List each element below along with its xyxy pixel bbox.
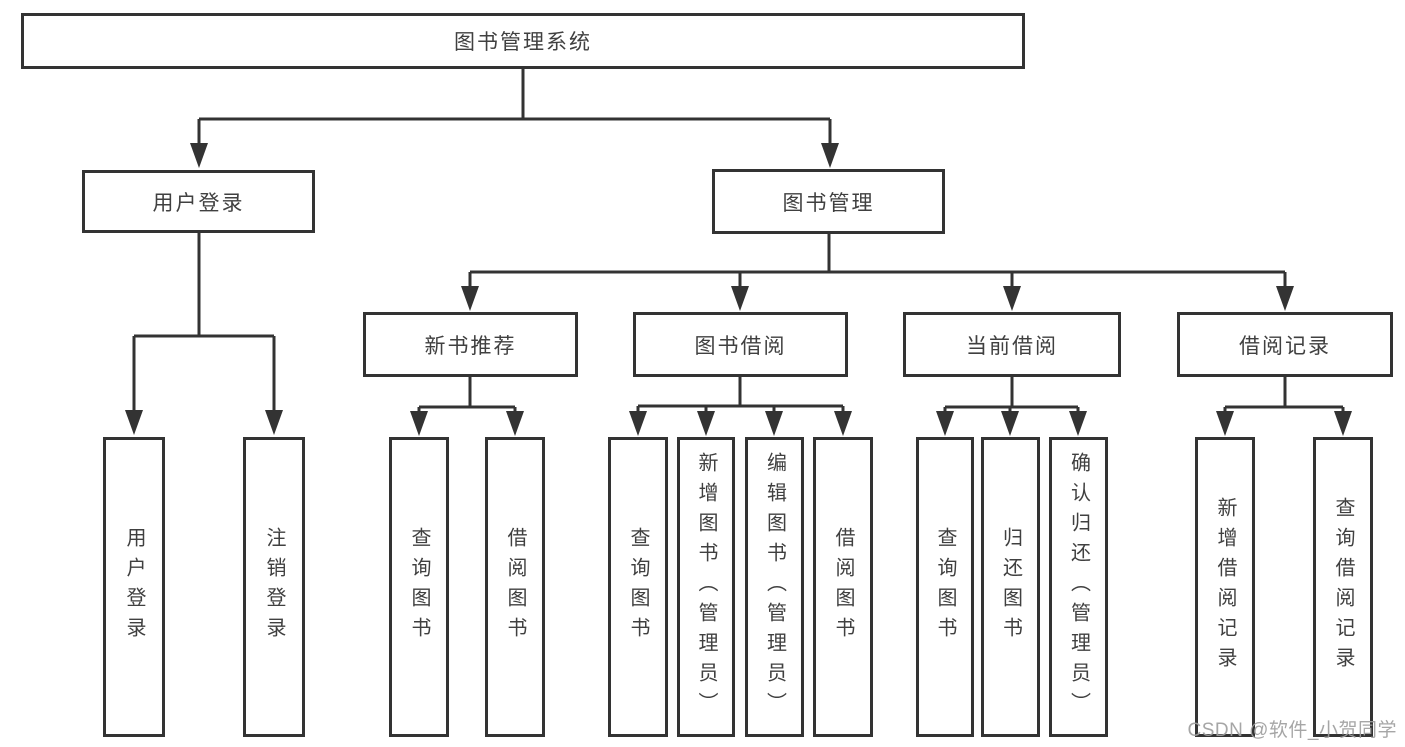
leaf-label: 新增图书（管理员）: [695, 452, 717, 722]
arrow-icon: [410, 411, 428, 436]
arrow-icon: [936, 411, 954, 436]
node-root: 图书管理系统: [21, 13, 1025, 69]
node-leaf-records-add-record: 新增借阅记录: [1195, 437, 1255, 737]
leaf-label: 借阅图书: [504, 527, 526, 647]
leaf-label: 用户登录: [123, 527, 145, 647]
leaf-label: 查询图书: [934, 527, 956, 647]
arrow-icon: [1003, 286, 1021, 311]
node-book-borrow: 图书借阅: [633, 312, 848, 377]
arrow-icon: [629, 411, 647, 436]
leaf-label: 编辑图书（管理员）: [763, 452, 786, 722]
node-leaf-recommend-query-books: 查询图书: [389, 437, 449, 737]
arrow-icon: [506, 411, 524, 436]
arrow-icon: [1216, 411, 1234, 436]
leaf-label: 归还图书: [999, 527, 1022, 647]
arrow-icon: [125, 410, 143, 435]
arrow-icon: [1069, 411, 1087, 436]
arrow-icon: [765, 411, 783, 436]
node-new-book-recommend: 新书推荐: [363, 312, 578, 377]
arrow-icon: [1334, 411, 1352, 436]
watermark: CSDN @软件_小贺同学: [1187, 720, 1397, 741]
arrow-icon: [461, 286, 479, 311]
node-leaf-current-confirm-return: 确认归还（管理员）: [1049, 437, 1108, 737]
arrow-icon: [821, 143, 839, 168]
arrow-icon: [265, 410, 283, 435]
node-leaf-logout: 注销登录: [243, 437, 305, 737]
arrow-icon: [834, 411, 852, 436]
arrow-icon: [1276, 286, 1294, 311]
connector-current-to-children: [943, 377, 1080, 414]
leaf-label: 查询图书: [408, 527, 430, 647]
arrow-icon: [190, 143, 208, 168]
node-leaf-user-login: 用户登录: [103, 437, 165, 737]
node-leaf-borrow-edit-books: 编辑图书（管理员）: [745, 437, 804, 737]
node-borrow-records: 借阅记录: [1177, 312, 1393, 377]
connector-root-to-level2: [197, 69, 832, 146]
node-leaf-borrow-borrow-books: 借阅图书: [813, 437, 873, 737]
leaf-label: 确认归还（管理员）: [1067, 452, 1090, 722]
arrow-icon: [731, 286, 749, 311]
connector-borrow-to-children: [636, 377, 845, 414]
connector-lines: [132, 69, 1345, 414]
node-leaf-records-query-record: 查询借阅记录: [1313, 437, 1373, 737]
node-user-login: 用户登录: [82, 170, 315, 233]
node-leaf-current-query-books: 查询图书: [916, 437, 974, 737]
leaf-label: 借阅图书: [832, 527, 854, 647]
connector-recommend-to-children: [417, 377, 517, 414]
node-leaf-borrow-query-books: 查询图书: [608, 437, 668, 737]
arrowheads: [125, 143, 1352, 436]
arrow-icon: [1001, 411, 1019, 436]
connector-userlogin-to-children: [132, 233, 276, 413]
leaf-label: 新增借阅记录: [1214, 497, 1236, 677]
node-book-management: 图书管理: [712, 169, 945, 234]
connector-records-to-children: [1223, 377, 1345, 414]
node-leaf-recommend-borrow-books: 借阅图书: [485, 437, 545, 737]
leaf-label: 查询借阅记录: [1332, 497, 1354, 677]
node-leaf-borrow-add-books: 新增图书（管理员）: [677, 437, 735, 737]
leaf-label: 查询图书: [627, 527, 649, 647]
leaf-label: 注销登录: [263, 527, 285, 647]
node-leaf-current-return-books: 归还图书: [981, 437, 1040, 737]
connector-bookmgmt-to-level3: [468, 234, 1287, 289]
node-current-borrow: 当前借阅: [903, 312, 1121, 377]
arrow-icon: [697, 411, 715, 436]
